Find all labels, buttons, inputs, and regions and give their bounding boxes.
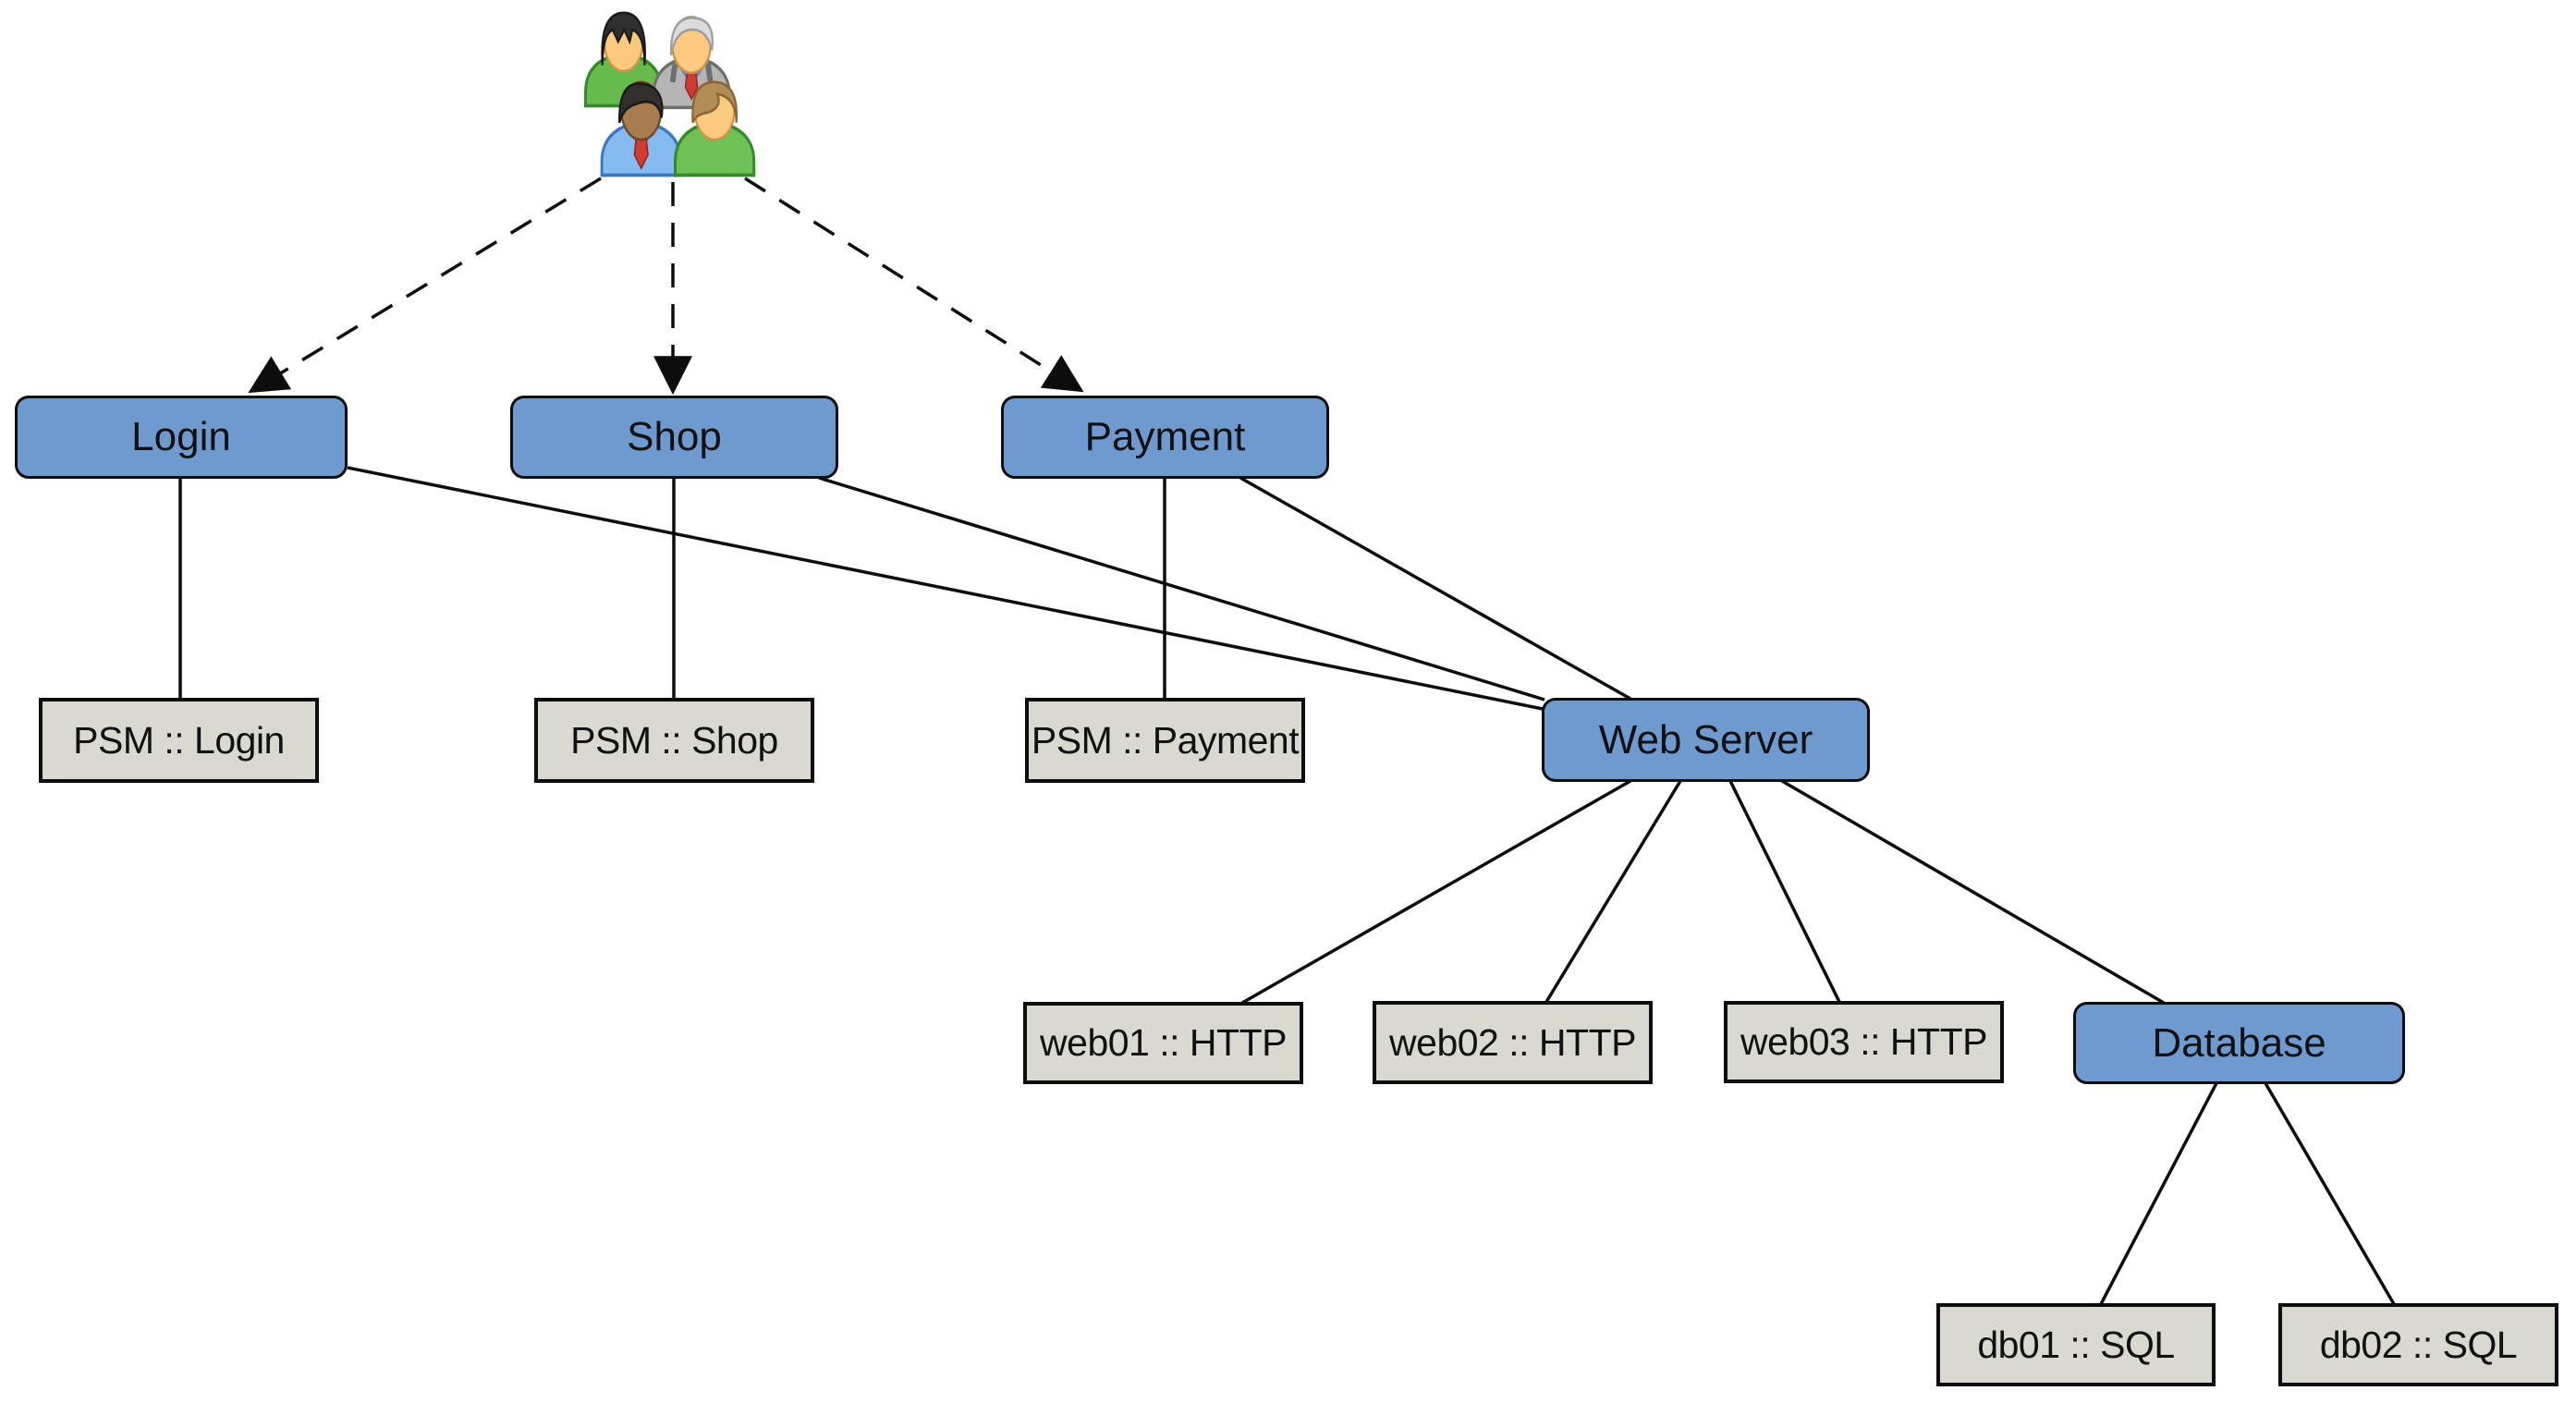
- edge-login-webserver: [347, 466, 1544, 711]
- node-web03-label: web03 :: HTTP: [1740, 1020, 1987, 1063]
- node-web02-label: web02 :: HTTP: [1389, 1020, 1636, 1064]
- node-web01-label: web01 :: HTTP: [1040, 1021, 1287, 1064]
- node-db01: db01 :: SQL: [1936, 1303, 2216, 1386]
- node-login: Login: [15, 396, 348, 479]
- edge-payment-webserver: [1239, 476, 1631, 701]
- node-webserver-label: Web Server: [1598, 716, 1813, 762]
- edge-database-db02: [2264, 1082, 2396, 1305]
- node-psm-login: PSM :: Login: [39, 698, 319, 783]
- node-database-label: Database: [2152, 1019, 2326, 1066]
- node-payment-label: Payment: [1084, 414, 1246, 459]
- node-psm-payment: PSM :: Payment: [1025, 698, 1305, 783]
- edge-database-db01: [2099, 1082, 2218, 1305]
- node-webserver: Web Server: [1542, 698, 1870, 782]
- edge-webserver-database: [1781, 779, 2165, 1005]
- node-web03: web03 :: HTTP: [1724, 1001, 2004, 1083]
- edge-shop-webserver: [818, 476, 1545, 702]
- node-web01: web01 :: HTTP: [1023, 1002, 1303, 1084]
- node-db01-label: db01 :: SQL: [1977, 1323, 2175, 1366]
- node-db02: db02 :: SQL: [2278, 1303, 2558, 1386]
- node-shop-label: Shop: [627, 414, 722, 459]
- node-db02-label: db02 :: SQL: [2319, 1323, 2518, 1366]
- edge-webserver-web02: [1544, 780, 1682, 1003]
- node-web02: web02 :: HTTP: [1373, 1001, 1653, 1084]
- edge-webserver-web03: [1728, 780, 1841, 1003]
- edge-webserver-web01: [1241, 779, 1631, 1005]
- users-icon: [584, 11, 756, 177]
- node-psm-shop: PSM :: Shop: [534, 698, 814, 783]
- edge-users-payment: [744, 177, 1084, 393]
- node-psm-shop-label: PSM :: Shop: [570, 718, 778, 762]
- node-psm-login-label: PSM :: Login: [73, 718, 285, 762]
- node-database: Database: [2073, 1002, 2405, 1084]
- node-shop: Shop: [510, 396, 838, 479]
- node-login-label: Login: [131, 414, 231, 459]
- node-psm-payment-label: PSM :: Payment: [1031, 718, 1300, 762]
- edge-users-login: [248, 177, 602, 394]
- node-payment: Payment: [1001, 396, 1329, 479]
